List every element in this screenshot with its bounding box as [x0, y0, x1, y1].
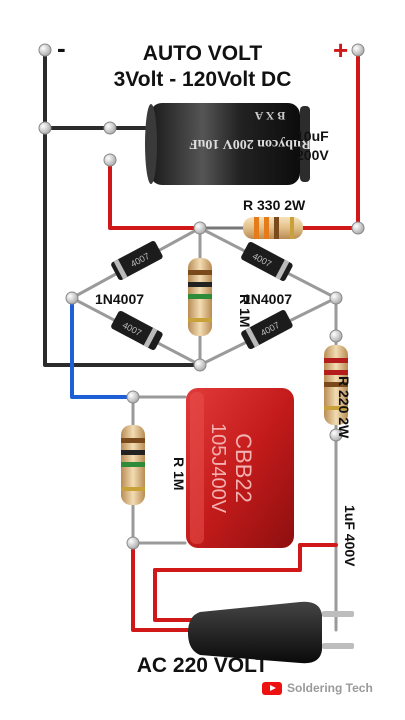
watermark-text: Soldering Tech [287, 681, 373, 695]
film-cap-leads [131, 395, 187, 545]
watermark: Soldering Tech [262, 681, 373, 695]
diode-right-label: 1N4007 [243, 291, 292, 307]
film-cap-line1: CBB22 [231, 433, 256, 503]
r330-label: R 330 2W [243, 197, 306, 213]
negative-wire [43, 48, 202, 367]
ac-wire-1 [131, 541, 202, 632]
ecap-label-1: 10uF [296, 128, 329, 144]
bottom-r1m-label: R 1M [171, 457, 187, 490]
film-cap-line2: 105J400V [207, 423, 229, 514]
electrolytic-capacitor: Rubycon 200V 10uF B X A [145, 103, 311, 185]
ac-wire-3 [153, 543, 338, 572]
resistor-220 [324, 345, 348, 425]
ac-plug [188, 601, 354, 664]
negative-sign: - [57, 33, 66, 63]
resistor-330 [243, 217, 303, 239]
film-cap-label: 1uF 400V [342, 505, 358, 567]
diode-top-left: 4007 [111, 241, 163, 281]
ecap-body-text: Rubycon 200V 10uF [189, 136, 311, 151]
component-labels: 10uF 200V R 330 2W 1N4007 1N4007 R 1M R … [95, 128, 358, 567]
ecap-label-2: 200V [296, 147, 329, 163]
youtube-icon [262, 681, 282, 695]
film-capacitor: CBB22 105J400V [186, 388, 294, 548]
diode-bottom-left: 4007 [111, 310, 163, 350]
blue-wire [70, 296, 135, 399]
title-line-2: 3Volt - 120Volt DC [113, 68, 292, 91]
diode-bottom-right: 4007 [241, 310, 293, 350]
title-line-1: AUTO VOLT [142, 42, 263, 65]
diode-top-right: 4007 [241, 241, 293, 281]
r220-label: R 220 2W [336, 376, 352, 439]
ecap-body-text-2: B X A [254, 109, 285, 123]
ac-voltage-label: AC 220 VOLT [136, 654, 269, 677]
resistor-bottom-1m [121, 425, 145, 505]
diode-left-label: 1N4007 [95, 291, 144, 307]
center-r1m-label: R 1M [237, 294, 253, 327]
junction-nodes [38, 43, 365, 550]
ac-wire-2 [153, 568, 207, 622]
cap-positive-wire [108, 158, 202, 230]
resistor-center-1m [188, 258, 212, 336]
positive-sign: + [333, 35, 349, 65]
